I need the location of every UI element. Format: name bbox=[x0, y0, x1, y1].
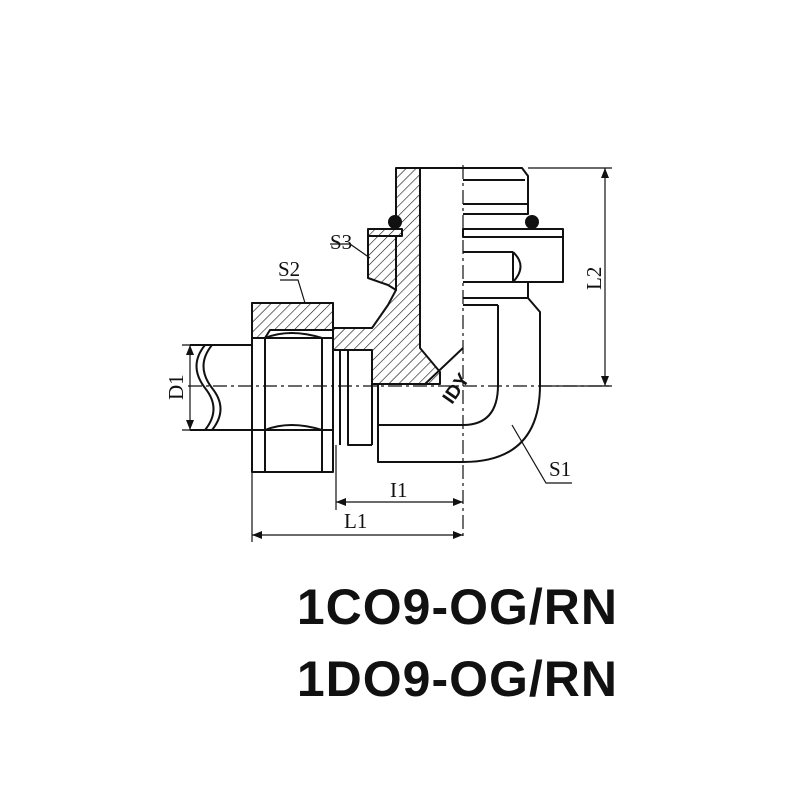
l2-arrow-top bbox=[601, 168, 609, 178]
washer-right bbox=[462, 228, 564, 238]
elbow-outer-curve bbox=[377, 297, 541, 463]
label-s1: S1 bbox=[549, 457, 571, 481]
washer-section-hatched bbox=[367, 228, 403, 237]
i1-arrow-right bbox=[453, 498, 463, 506]
locknut-lower-collar bbox=[463, 281, 529, 299]
tube-break-mark bbox=[195, 344, 222, 431]
model-number-2: 1DO9-OG/RN bbox=[296, 651, 618, 707]
label-i1: I1 bbox=[390, 478, 408, 502]
s1-leader bbox=[511, 424, 572, 484]
d1-arrow-top bbox=[186, 345, 194, 355]
tube-outline bbox=[190, 344, 252, 431]
swivel-nut-chamfer-bottom bbox=[264, 424, 323, 431]
o-ring-left bbox=[388, 215, 402, 229]
swivel-nut-chamfer-top bbox=[264, 332, 323, 339]
i1-arrow-left bbox=[336, 498, 346, 506]
label-s2: S2 bbox=[278, 257, 300, 281]
s2-leader bbox=[280, 279, 306, 304]
l1-arrow-left bbox=[252, 531, 262, 539]
locknut-section-hatched bbox=[367, 235, 397, 291]
l1-arrow-right bbox=[453, 531, 463, 539]
label-l2: L2 bbox=[582, 267, 606, 290]
swivel-cone bbox=[333, 349, 372, 446]
o-ring-right bbox=[525, 215, 539, 229]
brand-logo-text: IDY bbox=[439, 370, 475, 408]
bore-edge-diagonal bbox=[424, 347, 464, 385]
label-d1: D1 bbox=[164, 374, 188, 400]
swivel-nut-outline bbox=[251, 302, 334, 473]
s3-leader bbox=[330, 243, 371, 259]
label-l1: L1 bbox=[344, 509, 367, 533]
label-s3: S3 bbox=[330, 230, 352, 254]
l2-arrow-bottom bbox=[601, 376, 609, 386]
top-stud-outline bbox=[420, 167, 529, 215]
model-number-1: 1CO9-OG/RN bbox=[296, 579, 618, 635]
hex-locknut-curve bbox=[512, 251, 522, 283]
d1-arrow-bottom bbox=[186, 420, 194, 430]
